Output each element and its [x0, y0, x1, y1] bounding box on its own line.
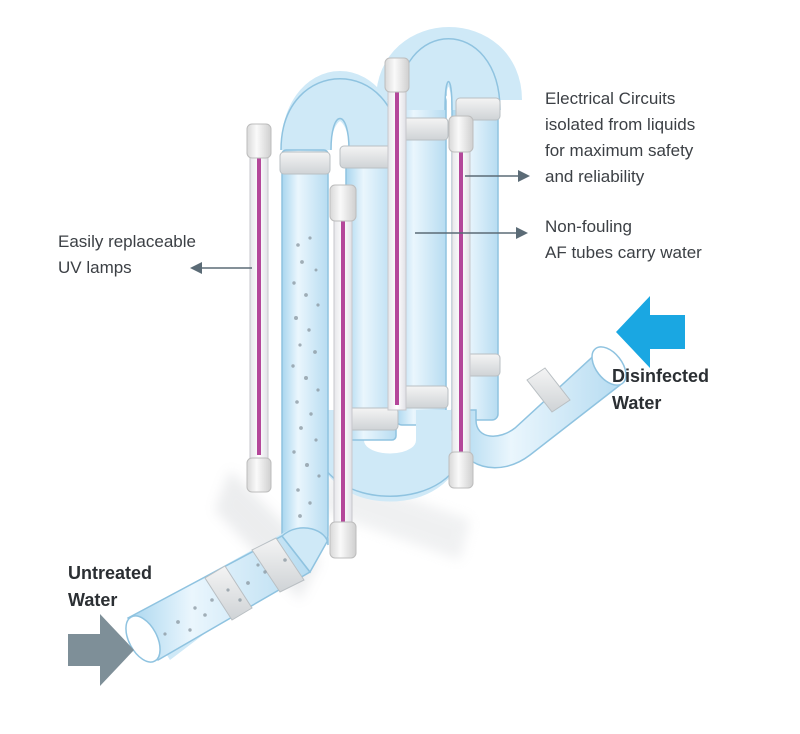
label-line: Easily replaceable [58, 232, 196, 251]
untreated-water-arrow-icon [68, 614, 134, 686]
uv-lamp-2 [329, 184, 357, 559]
label-line: Water [68, 590, 117, 610]
label-line: and reliability [545, 167, 645, 186]
label-line: AF tubes carry water [545, 243, 702, 262]
uv-lamp-3 [384, 57, 410, 411]
water-tube-leg-1 [281, 149, 329, 541]
label-untreated-water: Untreated Water [68, 563, 152, 610]
water-tube-top-bend-2 [397, 33, 500, 112]
disinfected-water-arrow-icon [616, 296, 685, 368]
water-tube-top-bend-1 [281, 71, 399, 152]
label-uv-lamps: Easily replaceable UV lamps [58, 232, 196, 277]
label-disinfected-water: Disinfected Water [612, 366, 709, 413]
label-electrical-circuits: Electrical Circuits isolated from liquid… [545, 89, 695, 186]
label-line: for maximum safety [545, 141, 694, 160]
label-line: UV lamps [58, 258, 132, 277]
label-line: Electrical Circuits [545, 89, 675, 108]
outlet-pipe [451, 346, 627, 469]
label-line: Disinfected [612, 366, 709, 386]
uv-lamp-4 [448, 115, 474, 489]
uv-lamp-1 [246, 123, 272, 493]
label-line: Non-fouling [545, 217, 632, 236]
inlet-pipe [125, 527, 329, 663]
label-non-fouling: Non-fouling AF tubes carry water [545, 217, 702, 262]
water-bubbles [163, 236, 321, 636]
label-line: Water [612, 393, 661, 413]
label-line: isolated from liquids [545, 115, 695, 134]
label-line: Untreated [68, 563, 152, 583]
callout-pointers [190, 170, 530, 274]
